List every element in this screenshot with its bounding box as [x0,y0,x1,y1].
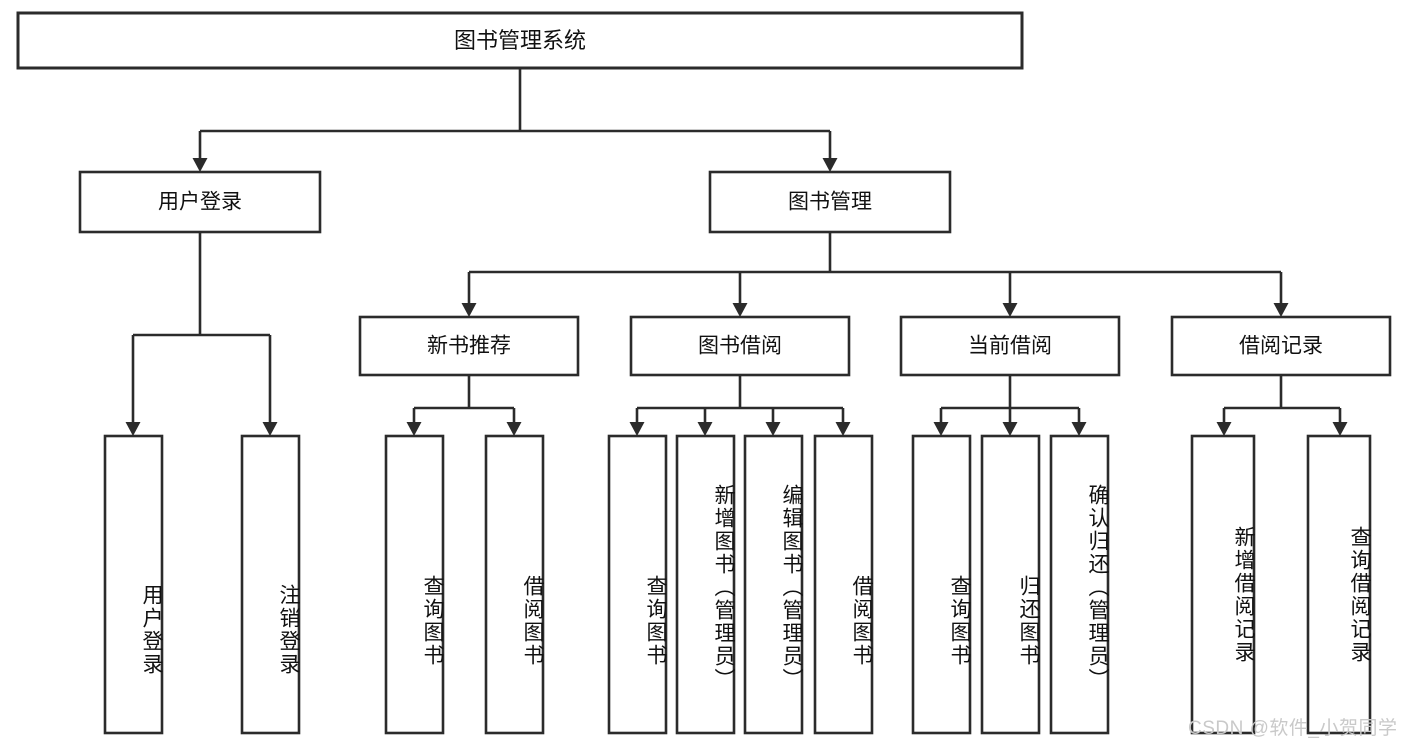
watermark: CSDN @软件_小贺同学 [1188,718,1398,739]
arrow-to-user-login [192,158,208,172]
node-root-box[interactable] [16,11,1024,70]
arrow-to-leaf-edit-book [765,422,781,436]
node-root-label: 图书管理系统 [454,28,586,53]
node-book-manage[interactable]: 图书管理 [708,170,952,234]
arrow-to-current-borrow [1002,303,1018,317]
node-new-book-recommend[interactable]: 新书推荐 [358,315,580,377]
node-user-login-label: 用户登录 [158,191,242,214]
arrow-to-leaf-user-login [125,422,141,436]
connector-borrow-record-to-leaves [1216,375,1348,436]
node-current-borrow[interactable]: 当前借阅 [899,315,1121,377]
leaf-box-add-record[interactable] [1190,434,1256,735]
arrow-to-leaf-add-book [697,422,713,436]
arrow-to-new-book-recommend [461,303,477,317]
node-user-login-box[interactable] [78,170,322,234]
leaf-box-query-book-3[interactable] [911,434,972,735]
leaf-box-borrow-book-1[interactable] [484,434,545,735]
leaf-box-logout[interactable] [240,434,301,735]
node-book-manage-label: 图书管理 [788,191,872,214]
leaf-box-edit-book[interactable] [743,434,804,735]
arrow-to-leaf-query-record [1332,422,1348,436]
arrow-to-leaf-borrow-book-2 [835,422,851,436]
connector-book-borrow-to-leaves [629,375,851,436]
arrow-to-leaf-confirm-return [1071,422,1087,436]
leaf-box-user-login[interactable] [103,434,164,735]
leaf-box-query-book-1[interactable] [384,434,445,735]
node-new-book-recommend-box[interactable] [358,315,580,377]
node-user-login[interactable]: 用户登录 [78,170,322,234]
leaf-box-return-book[interactable] [980,434,1041,735]
leaf-box-add-book[interactable] [675,434,736,735]
node-book-borrow-label: 图书借阅 [698,335,782,358]
node-book-borrow[interactable]: 图书借阅 [629,315,851,377]
leaf-box-query-record[interactable] [1306,434,1372,735]
connector-new-book-recommend-to-leaves [406,375,522,436]
arrow-to-leaf-logout [262,422,278,436]
connector-user-login-to-leaves [125,232,278,436]
arrow-to-book-borrow [732,303,748,317]
arrow-to-leaf-add-record [1216,422,1232,436]
connector-root-to-level2 [192,68,838,172]
leaf-box-query-book-2[interactable] [607,434,668,735]
node-root[interactable]: 图书管理系统 [16,11,1024,70]
node-new-book-recommend-label: 新书推荐 [427,335,511,358]
node-current-borrow-box[interactable] [899,315,1121,377]
connector-book-manage-to-level3 [461,232,1289,317]
node-borrow-record-label: 借阅记录 [1239,335,1323,358]
node-borrow-record[interactable]: 借阅记录 [1170,315,1392,377]
leaf-box-borrow-book-2[interactable] [813,434,874,735]
node-current-borrow-label: 当前借阅 [968,335,1052,358]
arrow-to-borrow-record [1273,303,1289,317]
arrow-to-leaf-query-book-2 [629,422,645,436]
arrow-to-leaf-return-book [1002,422,1018,436]
arrow-to-leaf-query-book-1 [406,422,422,436]
arrow-to-book-manage [822,158,838,172]
arrow-to-leaf-borrow-book-1 [506,422,522,436]
leaf-box-confirm-return[interactable] [1049,434,1110,735]
arrow-to-leaf-query-book-3 [933,422,949,436]
connector-current-borrow-to-leaves [933,375,1087,436]
